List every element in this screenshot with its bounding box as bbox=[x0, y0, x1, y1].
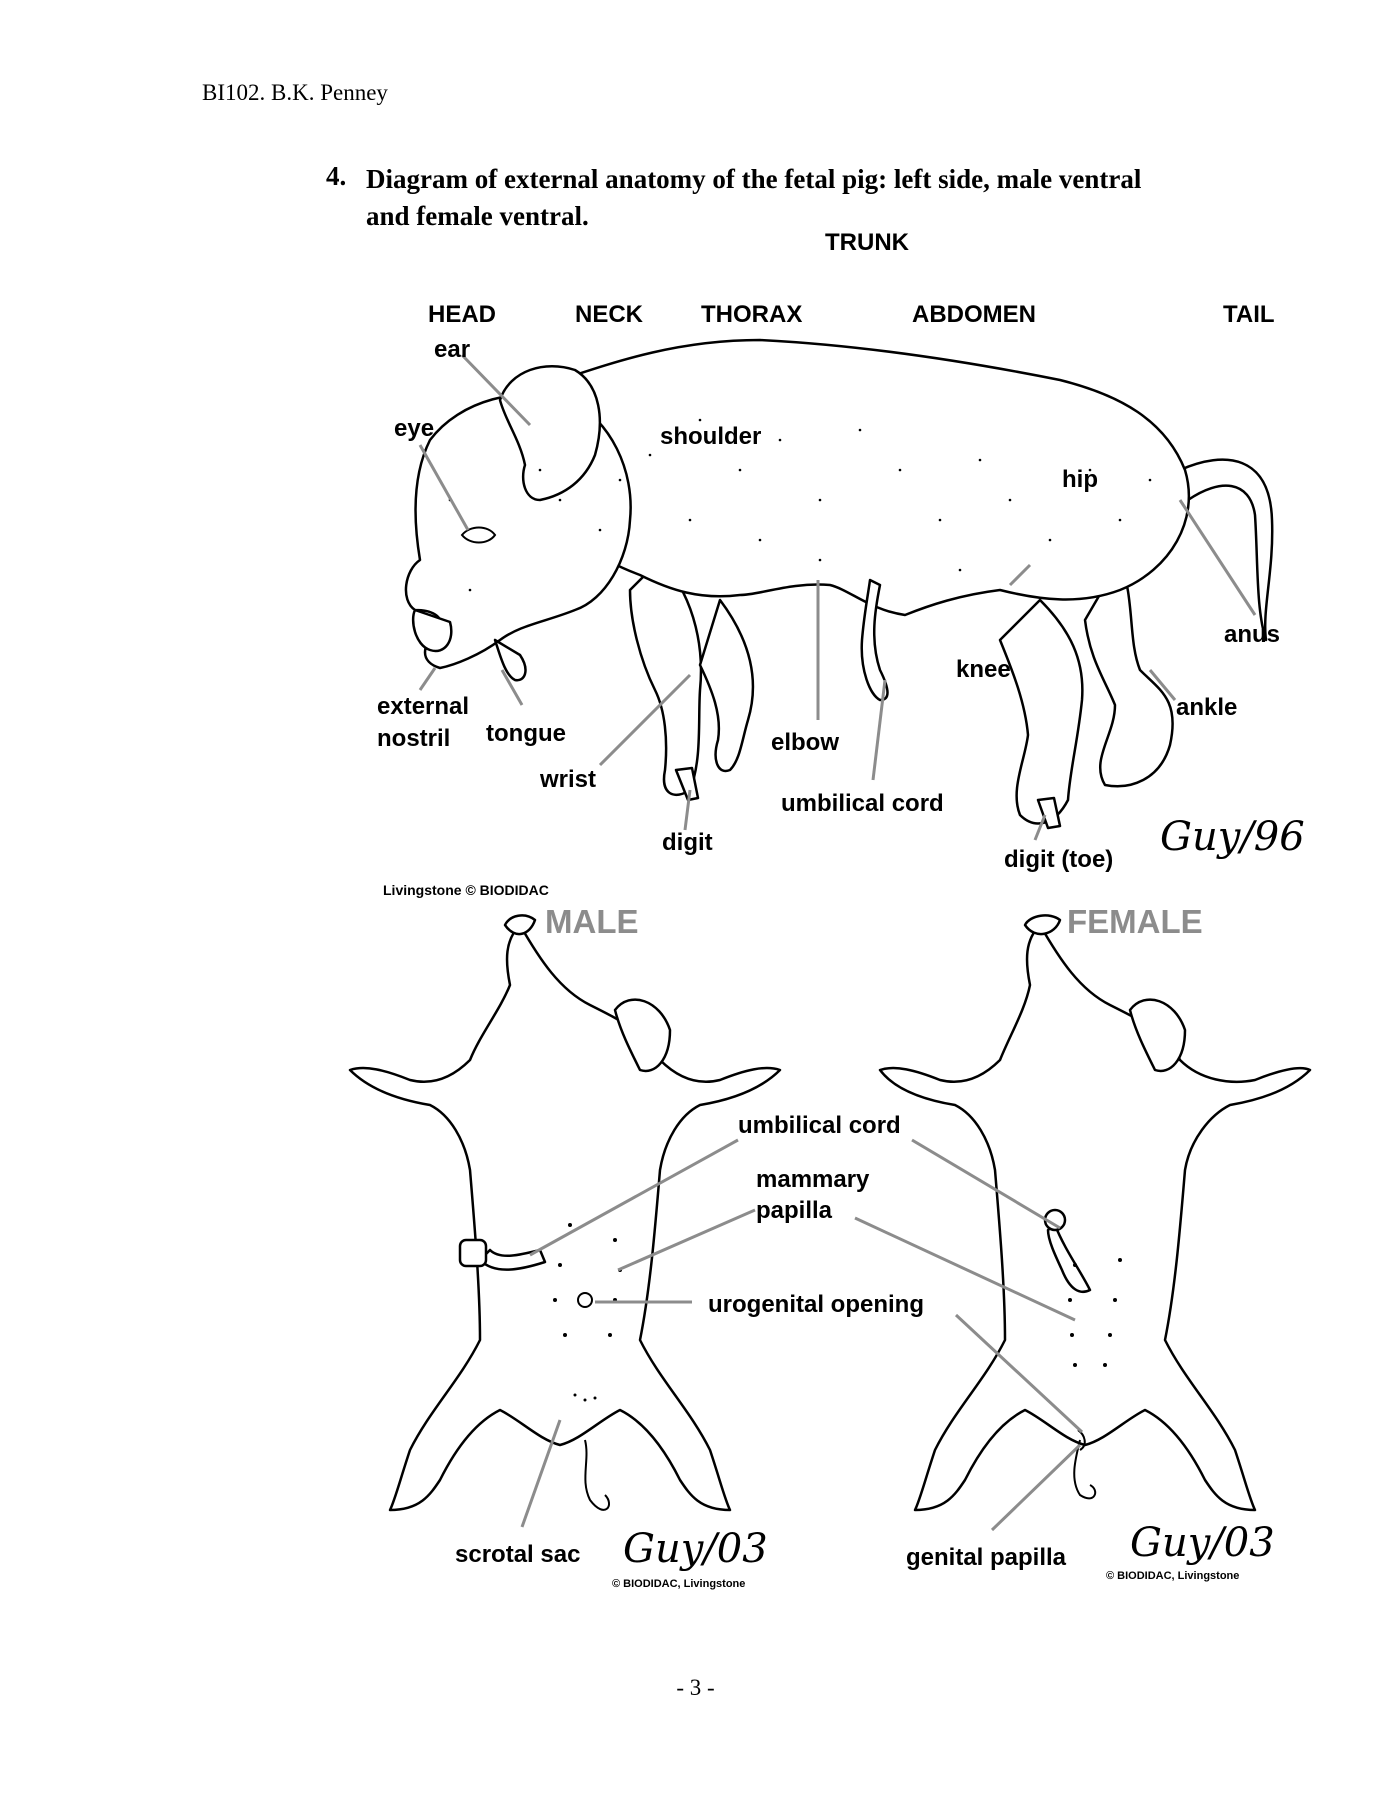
page-number: - 3 - bbox=[676, 1675, 715, 1700]
male-credit: © BIODIDAC, Livingstone bbox=[612, 1578, 745, 1590]
label-umbilical-cord-ventral: umbilical cord bbox=[738, 1112, 901, 1139]
question-title: Diagram of external anatomy of the fetal… bbox=[366, 164, 1142, 231]
label-urogenital-opening: urogenital opening bbox=[708, 1291, 924, 1318]
ventral-leader-lines bbox=[520, 1138, 1084, 1532]
label-digit: digit bbox=[662, 829, 713, 856]
ventral-view: MALE FEMALE bbox=[348, 903, 1312, 1590]
side-leader-lines bbox=[418, 353, 1257, 841]
male-pig-drawing bbox=[348, 914, 782, 1512]
male-title: MALE bbox=[545, 903, 639, 940]
female-signature: Guy/03 bbox=[1130, 1520, 1275, 1566]
side-view: TRUNK HEAD NECK THORAX ABDOMEN TAIL bbox=[377, 229, 1305, 898]
trunk-label: TRUNK bbox=[825, 229, 910, 256]
label-umbilical-cord-side: umbilical cord bbox=[781, 790, 944, 817]
document-header: BI102. B.K. Penney bbox=[202, 80, 388, 105]
region-abdomen: ABDOMEN bbox=[912, 301, 1036, 328]
label-eye: eye bbox=[394, 415, 434, 442]
label-ankle: ankle bbox=[1176, 694, 1237, 721]
label-wrist: wrist bbox=[539, 766, 596, 793]
label-ear: ear bbox=[434, 336, 470, 363]
female-title: FEMALE bbox=[1067, 903, 1203, 940]
female-credit: © BIODIDAC, Livingstone bbox=[1106, 1570, 1239, 1582]
question-number: 4. bbox=[326, 161, 347, 191]
region-neck: NECK bbox=[575, 301, 644, 328]
side-credit: Livingstone © BIODIDAC bbox=[383, 882, 549, 898]
label-elbow: elbow bbox=[771, 729, 839, 756]
label-genital-papilla: genital papilla bbox=[906, 1544, 1067, 1571]
side-signature: Guy/96 bbox=[1160, 814, 1305, 860]
label-mammary-line1: mammary bbox=[756, 1166, 870, 1193]
region-thorax: THORAX bbox=[701, 301, 802, 328]
label-digit-toe: digit (toe) bbox=[1004, 846, 1113, 873]
region-head: HEAD bbox=[428, 301, 496, 328]
label-hip: hip bbox=[1062, 466, 1098, 493]
label-tongue: tongue bbox=[486, 720, 566, 747]
label-knee: knee bbox=[956, 656, 1011, 683]
label-shoulder: shoulder bbox=[660, 423, 761, 450]
label-anus: anus bbox=[1224, 621, 1280, 648]
female-pig-drawing bbox=[878, 914, 1312, 1512]
label-mammary-line2: papilla bbox=[756, 1197, 833, 1224]
region-tail: TAIL bbox=[1223, 301, 1275, 328]
label-scrotal-sac: scrotal sac bbox=[455, 1541, 580, 1568]
side-pig-drawing bbox=[404, 338, 1274, 830]
label-external-nostril-line2: nostril bbox=[377, 725, 450, 752]
male-signature: Guy/03 bbox=[623, 1526, 768, 1572]
label-external-nostril-line1: external bbox=[377, 693, 469, 720]
